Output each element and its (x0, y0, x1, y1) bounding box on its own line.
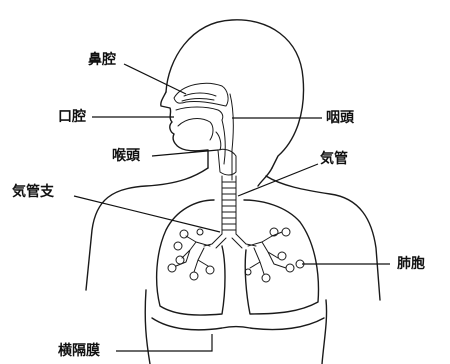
label-nasal-cavity: 鼻腔 (88, 52, 116, 68)
diaphragm-shape (152, 318, 324, 330)
trachea-tube (222, 176, 236, 234)
leader-diaphragm (116, 334, 212, 351)
nasal-cavity-shape (174, 83, 228, 106)
tongue (178, 119, 213, 140)
torso-right-outline (266, 176, 380, 300)
leader-trachea (238, 164, 318, 196)
label-oral-cavity: 口腔 (58, 109, 86, 125)
label-larynx: 喉頭 (112, 148, 140, 164)
left-bronchial-tree (168, 229, 214, 280)
larynx-shape (218, 149, 236, 175)
right-main-bronchus (232, 234, 256, 248)
label-bronchus: 気管支 (12, 184, 54, 200)
waist-left (145, 290, 150, 364)
left-lung (157, 200, 225, 315)
epiglottis (216, 132, 221, 150)
nasal-conchae (182, 93, 216, 101)
label-diaphragm: 横隔膜 (58, 343, 100, 359)
torso-left-outline (86, 168, 208, 290)
palate (176, 107, 223, 120)
right-bronchial-tree (245, 228, 304, 282)
trachea-rings (222, 182, 236, 230)
left-main-bronchus (204, 234, 226, 248)
leader-nasal-cavity (124, 64, 186, 94)
label-pharynx: 咽頭 (326, 110, 354, 126)
right-lung (244, 200, 318, 314)
head-outline (166, 20, 304, 168)
waist-right (322, 300, 327, 364)
face-profile (161, 92, 208, 168)
label-trachea: 気管 (320, 151, 348, 167)
pharynx-wall (222, 94, 233, 180)
label-alveoli: 肺胞 (397, 256, 425, 272)
